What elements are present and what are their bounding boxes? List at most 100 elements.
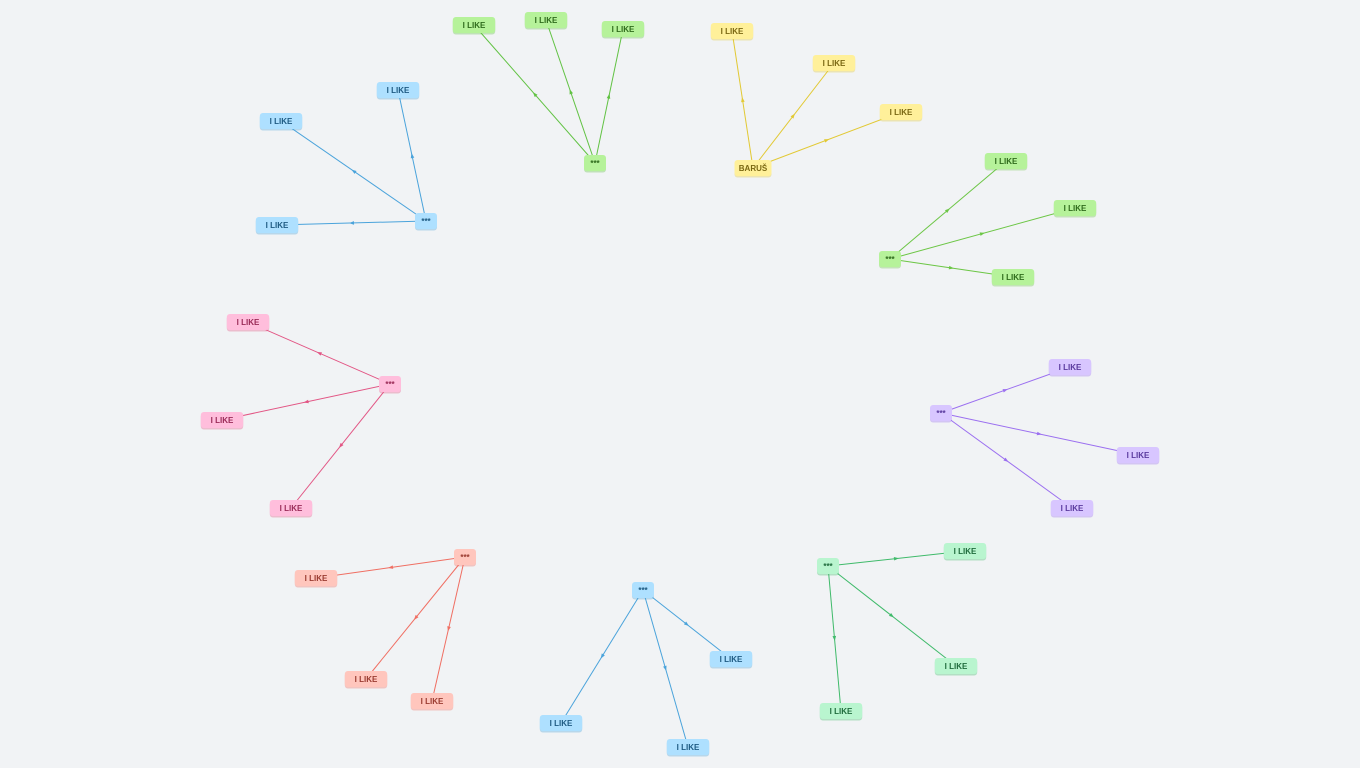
- hub-node-box: [817, 558, 839, 574]
- leaf-node[interactable]: I LIKE: [524, 12, 568, 30]
- leaf-node[interactable]: I LIKE: [991, 269, 1035, 287]
- connector-arrow-icon: [790, 113, 796, 119]
- connector-arrow-icon: [741, 97, 745, 103]
- hub-node-label: ***: [936, 409, 946, 418]
- leaf-node-label: I LIKE: [612, 25, 635, 34]
- connector-arrow-icon: [683, 621, 689, 627]
- leaf-node[interactable]: I LIKE: [1116, 447, 1160, 465]
- connector-arrow-icon: [663, 665, 667, 671]
- leaf-node[interactable]: I LIKE: [452, 17, 496, 35]
- connector-arrow-icon: [1002, 389, 1008, 393]
- leaf-node[interactable]: I LIKE: [943, 543, 987, 561]
- leaf-node-box: [943, 543, 987, 559]
- cluster-green-right: *** I LIKE I LIKE I LIKE: [879, 153, 1097, 287]
- leaf-node-box: [710, 23, 754, 39]
- leaf-node-box: [1050, 500, 1094, 516]
- leaf-node-label: I LIKE: [1059, 363, 1082, 372]
- cluster-blue-top-left: *** I LIKE I LIKE I LIKE: [255, 82, 437, 235]
- leaf-node-box: [934, 658, 978, 674]
- hub-node-label: ***: [638, 586, 648, 595]
- hub-node-label: ***: [385, 380, 395, 389]
- leaf-node[interactable]: I LIKE: [344, 671, 388, 689]
- leaf-node[interactable]: I LIKE: [666, 739, 710, 757]
- hub-node-box: [454, 549, 476, 565]
- leaf-node[interactable]: I LIKE: [410, 693, 454, 711]
- leaf-node-label: I LIKE: [305, 574, 328, 583]
- leaf-node[interactable]: I LIKE: [1048, 359, 1092, 377]
- leaf-node[interactable]: I LIKE: [255, 217, 299, 235]
- leaf-node-label: I LIKE: [1127, 451, 1150, 460]
- connector-arrow-icon: [948, 265, 954, 270]
- leaf-node-box: [255, 217, 299, 233]
- leaf-node-label: I LIKE: [280, 504, 303, 513]
- leaf-node[interactable]: I LIKE: [819, 703, 863, 721]
- hub-node-label: ***: [885, 255, 895, 264]
- leaf-node-box: [709, 651, 753, 667]
- leaf-node[interactable]: I LIKE: [1050, 500, 1094, 518]
- leaf-node[interactable]: I LIKE: [259, 113, 303, 131]
- hub-node-box: [930, 405, 952, 421]
- leaf-node-box: [991, 269, 1035, 285]
- leaf-node-label: I LIKE: [823, 59, 846, 68]
- cluster-mint-bottom-right: *** I LIKE I LIKE I LIKE: [817, 543, 987, 721]
- leaf-node-box: [984, 153, 1028, 169]
- leaf-node-label: I LIKE: [535, 16, 558, 25]
- hub-node[interactable]: BARUŠ: [734, 160, 772, 178]
- connector-arrow-icon: [606, 93, 611, 99]
- connector-arrow-icon: [979, 232, 985, 236]
- leaf-node-label: I LIKE: [677, 743, 700, 752]
- leaf-node[interactable]: I LIKE: [200, 412, 244, 430]
- hub-node-label: ***: [590, 159, 600, 168]
- leaf-node[interactable]: I LIKE: [1053, 200, 1097, 218]
- hub-node[interactable]: ***: [454, 549, 476, 567]
- leaf-node-box: [1053, 200, 1097, 216]
- leaf-node-label: I LIKE: [421, 697, 444, 706]
- hub-node[interactable]: ***: [817, 558, 839, 576]
- connector-arrow-icon: [893, 556, 899, 561]
- hub-node[interactable]: ***: [379, 376, 401, 394]
- leaf-node[interactable]: I LIKE: [539, 715, 583, 733]
- leaf-node[interactable]: I LIKE: [710, 23, 754, 41]
- connector-arrow-icon: [832, 635, 837, 641]
- hub-node[interactable]: ***: [632, 582, 654, 600]
- leaf-node[interactable]: I LIKE: [376, 82, 420, 100]
- connector-arrow-icon: [349, 221, 355, 225]
- leaf-node[interactable]: I LIKE: [879, 104, 923, 122]
- connector-arrow-icon: [944, 208, 950, 213]
- leaf-node-label: I LIKE: [890, 108, 913, 117]
- hub-node-label: BARUŠ: [739, 164, 768, 173]
- leaf-node[interactable]: I LIKE: [709, 651, 753, 669]
- hub-node[interactable]: ***: [584, 155, 606, 173]
- leaf-node-label: I LIKE: [463, 21, 486, 30]
- leaf-node-box: [226, 314, 270, 330]
- leaf-node-box: [879, 104, 923, 120]
- connector-arrow-icon: [351, 169, 357, 174]
- hub-node-label: ***: [421, 217, 431, 226]
- leaf-node[interactable]: I LIKE: [269, 500, 313, 518]
- hub-node[interactable]: ***: [930, 405, 952, 423]
- leaf-node[interactable]: I LIKE: [294, 570, 338, 588]
- connector-arrow-icon: [1003, 457, 1009, 462]
- hub-node[interactable]: ***: [415, 213, 437, 231]
- leaf-node-box: [524, 12, 568, 28]
- cluster-pink-left: *** I LIKE I LIKE I LIKE: [200, 314, 401, 518]
- leaf-node[interactable]: I LIKE: [984, 153, 1028, 171]
- leaf-node[interactable]: I LIKE: [934, 658, 978, 676]
- leaf-node-box: [294, 570, 338, 586]
- hub-node[interactable]: ***: [879, 251, 901, 269]
- leaf-node-box: [819, 703, 863, 719]
- leaf-node[interactable]: I LIKE: [601, 21, 645, 39]
- leaf-node-label: I LIKE: [721, 27, 744, 36]
- leaf-node-box: [200, 412, 244, 428]
- leaf-node-label: I LIKE: [1064, 204, 1087, 213]
- leaf-node[interactable]: I LIKE: [226, 314, 270, 332]
- leaf-node-label: I LIKE: [945, 662, 968, 671]
- leaf-node-box: [1116, 447, 1160, 463]
- leaf-node-label: I LIKE: [550, 719, 573, 728]
- leaf-node-box: [452, 17, 496, 33]
- leaf-node[interactable]: I LIKE: [812, 55, 856, 73]
- cluster-salmon-bottom-left: *** I LIKE I LIKE I LIKE: [294, 549, 476, 711]
- leaf-node-label: I LIKE: [270, 117, 293, 126]
